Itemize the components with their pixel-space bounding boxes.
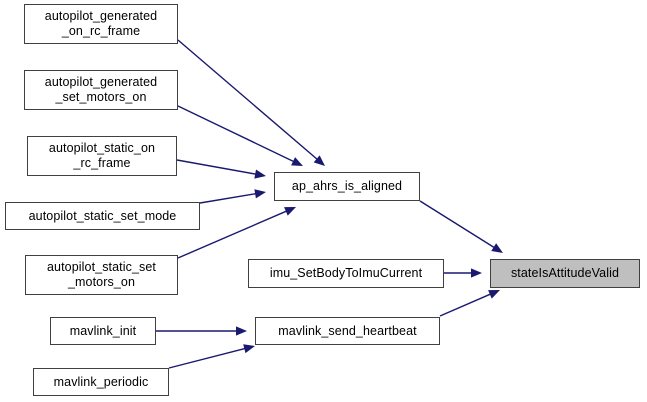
graph-edge-mavlink_periodic-to-mavlink_send_heartbeat (168, 347, 247, 369)
graph-edge-autopilot_generated_on_rc_frame-to-ap_ahrs_is_aligned (177, 39, 319, 161)
arrowhead-icon-mavlink_periodic-to-mavlink_send_heartbeat (243, 344, 255, 354)
graph-node-autopilot_static_set_mode[interactable]: autopilot_static_set_mode (5, 202, 200, 230)
graph-node-ap_ahrs_is_aligned[interactable]: ap_ahrs_is_aligned (274, 172, 420, 201)
graph-node-label: mavlink_periodic (53, 374, 149, 389)
arrowhead-icon-mavlink_send_heartbeat-to-stateIsAttitudeValid (488, 290, 500, 299)
arrowhead-icon-mavlink_init-to-mavlink_send_heartbeat (236, 326, 247, 336)
arrowhead-icon-autopilot_static_set_mode-to-ap_ahrs_is_aligned (254, 189, 266, 199)
graph-node-label: imu_SetBodyToImuCurrent (269, 266, 423, 280)
graph-edge-autopilot_static_on_rc_frame-to-ap_ahrs_is_aligned (176, 159, 258, 176)
graph-node-autopilot_static_on_rc_frame[interactable]: autopilot_static_on _rc_frame (27, 136, 177, 176)
graph-node-label: ap_ahrs_is_aligned (291, 179, 403, 193)
graph-edge-autopilot_generated_set_motors_on-to-ap_ahrs_is_aligned (177, 105, 296, 163)
arrowhead-icon-autopilot_static_set_motors_on-to-ap_ahrs_is_aligned (284, 207, 296, 216)
graph-node-label: autopilot_generated _on_rc_frame (44, 9, 158, 38)
graph-node-label: mavlink_init (69, 323, 137, 338)
graph-node-imu_SetBodyToImuCurrent[interactable]: imu_SetBodyToImuCurrent (248, 259, 444, 288)
graph-node-stateIsAttitudeValid[interactable]: stateIsAttitudeValid (490, 259, 640, 288)
graph-edge-ap_ahrs_is_aligned-to-stateIsAttitudeValid (419, 200, 496, 249)
arrowhead-icon-imu_SetBodyToImuCurrent-to-stateIsAttitudeValid (471, 268, 482, 278)
graph-node-autopilot_generated_set_motors_on[interactable]: autopilot_generated _set_motors_on (24, 70, 178, 110)
graph-node-label: autopilot_static_set _motors_on (46, 260, 156, 289)
graph-edge-autopilot_static_set_mode-to-ap_ahrs_is_aligned (199, 192, 258, 204)
graph-node-label: autopilot_generated _set_motors_on (44, 75, 158, 104)
arrowhead-icon-autopilot_generated_set_motors_on-to-ap_ahrs_is_aligned (291, 157, 303, 166)
graph-node-label: stateIsAttitudeValid (510, 266, 620, 280)
graph-node-mavlink_send_heartbeat[interactable]: mavlink_send_heartbeat (255, 317, 440, 345)
graph-node-mavlink_init[interactable]: mavlink_init (50, 317, 156, 345)
arrowhead-icon-ap_ahrs_is_aligned-to-stateIsAttitudeValid (491, 243, 503, 253)
graph-node-autopilot_generated_on_rc_frame[interactable]: autopilot_generated _on_rc_frame (24, 4, 178, 44)
graph-node-label: autopilot_static_on _rc_frame (48, 141, 156, 170)
graph-node-label: mavlink_send_heartbeat (278, 323, 417, 338)
arrowhead-icon-autopilot_generated_on_rc_frame-to-ap_ahrs_is_aligned (313, 155, 325, 166)
arrowhead-icon-autopilot_static_on_rc_frame-to-ap_ahrs_is_aligned (254, 169, 266, 179)
graph-node-autopilot_static_set_motors_on[interactable]: autopilot_static_set _motors_on (25, 255, 178, 295)
graph-node-mavlink_periodic[interactable]: mavlink_periodic (33, 368, 169, 396)
graph-node-label: autopilot_static_set_mode (28, 208, 177, 223)
graph-edge-mavlink_send_heartbeat-to-stateIsAttitudeValid (439, 292, 493, 317)
